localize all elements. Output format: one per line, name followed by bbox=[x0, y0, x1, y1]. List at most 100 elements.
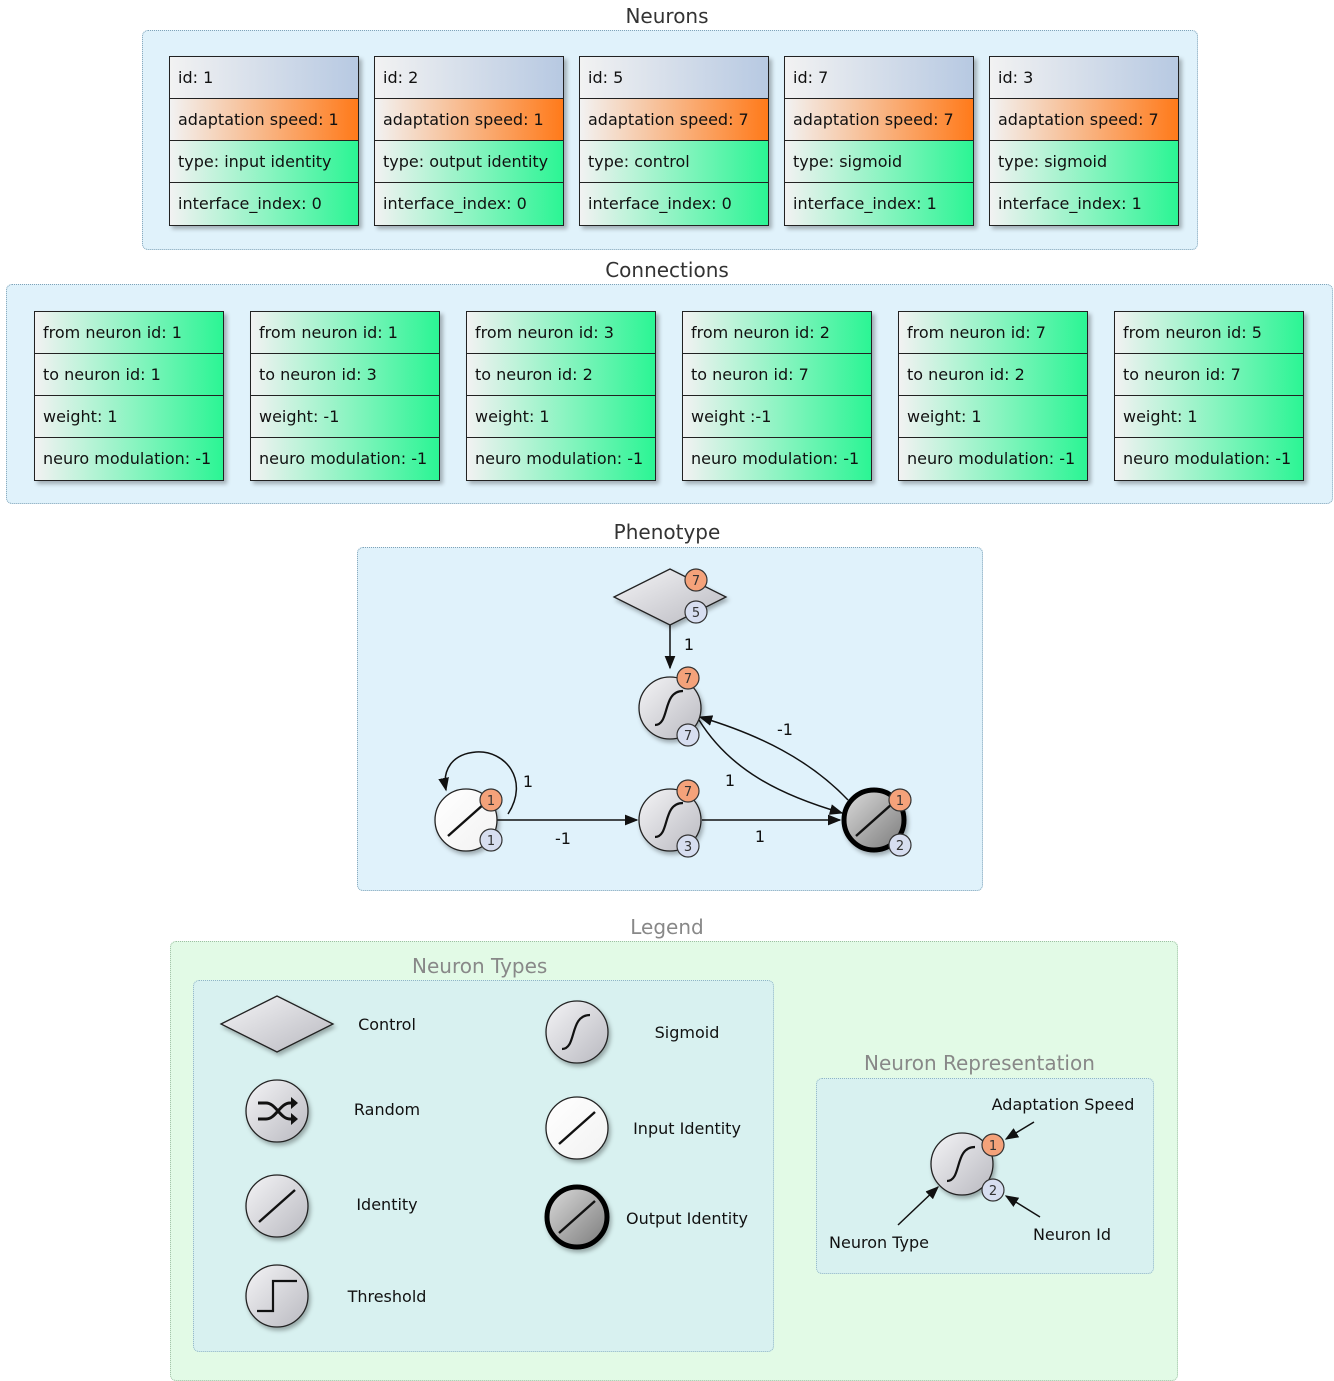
neuron-adaptation-speed: adaptation speed: 7 bbox=[990, 99, 1178, 141]
neuron-record: id: 5 adaptation speed: 7 type: control … bbox=[579, 56, 769, 226]
neuron-interface-index: interface_index: 0 bbox=[375, 183, 563, 225]
threshold-icon bbox=[245, 1264, 309, 1328]
neuron-interface-index: interface_index: 1 bbox=[990, 183, 1178, 225]
neuron-interface-index: interface_index: 1 bbox=[785, 183, 973, 225]
neuron-id-badge-label: 5 bbox=[692, 606, 700, 621]
legend-control-label: Control bbox=[358, 1015, 416, 1034]
neuron-interface-index: interface_index: 0 bbox=[170, 183, 358, 225]
adaptation-speed-label: Adaptation Speed bbox=[992, 1095, 1135, 1114]
identity-icon bbox=[855, 803, 893, 837]
connection-record: from neuron id: 2 to neuron id: 7 weight… bbox=[682, 311, 872, 481]
legend-control: Control bbox=[219, 995, 416, 1053]
shuffle-arrowheads bbox=[291, 1097, 298, 1125]
neuron-id-badge-label: 3 bbox=[684, 840, 692, 855]
neuron-id-badge bbox=[981, 1178, 1005, 1202]
phenotype-edge-labels: 1 1 -1 1 -1 1 bbox=[523, 635, 793, 848]
sigmoid-node bbox=[638, 676, 702, 740]
id-pointer bbox=[1004, 1195, 1041, 1218]
neuron-type: type: control bbox=[580, 141, 768, 183]
legend-output-identity-label: Output Identity bbox=[626, 1209, 748, 1228]
connection-from: from neuron id: 5 bbox=[1115, 312, 1303, 354]
sigmoid-curve bbox=[561, 1013, 591, 1051]
connection-to: to neuron id: 7 bbox=[1115, 354, 1303, 396]
connection-modulation: neuro modulation: -1 bbox=[467, 438, 655, 480]
neuron-id-badge-label: 7 bbox=[684, 729, 692, 744]
edge-label-2-7: -1 bbox=[777, 720, 793, 739]
edge-label-5-7: 1 bbox=[684, 635, 694, 654]
sigmoid-icon bbox=[654, 689, 684, 727]
neurons-title: Neurons bbox=[625, 4, 709, 28]
phenotype-node-3: 7 3 bbox=[638, 779, 702, 858]
identity-line bbox=[558, 1200, 596, 1234]
legend-input-identity-label: Input Identity bbox=[633, 1119, 741, 1138]
connection-weight: weight: -1 bbox=[251, 396, 439, 438]
phenotype-node-1: 1 1 bbox=[434, 788, 503, 852]
legend-output-identity: Output Identity bbox=[544, 1184, 748, 1250]
neuron-id-badge bbox=[676, 834, 700, 858]
neuron-adaptation-speed: adaptation speed: 1 bbox=[170, 99, 358, 141]
connection-modulation: neuro modulation: -1 bbox=[1115, 438, 1303, 480]
adaptation-badge bbox=[981, 1133, 1005, 1157]
adaptation-badge-label: 7 bbox=[684, 672, 692, 687]
example-neuron bbox=[930, 1132, 994, 1196]
adaptation-badge-label: 1 bbox=[896, 794, 904, 809]
neuron-type: type: sigmoid bbox=[990, 141, 1178, 183]
neuron-interface-index: interface_index: 0 bbox=[580, 183, 768, 225]
legend-title: Legend bbox=[630, 915, 704, 939]
legend-sigmoid: Sigmoid bbox=[545, 1000, 720, 1064]
neuron-adaptation-speed: adaptation speed: 7 bbox=[785, 99, 973, 141]
neuron-id-badge bbox=[676, 723, 700, 747]
connections-panel bbox=[6, 284, 1333, 504]
neuron-id: id: 2 bbox=[375, 57, 563, 99]
connection-from: from neuron id: 2 bbox=[683, 312, 871, 354]
edge-label-1-3: -1 bbox=[555, 829, 571, 848]
identity-line bbox=[258, 1189, 296, 1223]
neuron-types-title: Neuron Types bbox=[412, 954, 548, 978]
connection-to: to neuron id: 3 bbox=[251, 354, 439, 396]
neuron-id: id: 3 bbox=[990, 57, 1178, 99]
phenotype-node-2: 1 2 bbox=[841, 787, 912, 857]
legend-sigmoid-label: Sigmoid bbox=[655, 1023, 720, 1042]
neuron-type: type: input identity bbox=[170, 141, 358, 183]
sigmoid-icon bbox=[946, 1145, 976, 1183]
connection-record: from neuron id: 7 to neuron id: 2 weight… bbox=[898, 311, 1088, 481]
neuron-id-badge bbox=[684, 600, 708, 624]
edge-2-7 bbox=[698, 715, 849, 801]
edge-label-3-2: 1 bbox=[755, 827, 765, 846]
phenotype-edges bbox=[438, 624, 849, 826]
adaptation-badge bbox=[888, 788, 912, 812]
connection-record: from neuron id: 3 to neuron id: 2 weight… bbox=[466, 311, 656, 481]
step-line bbox=[257, 1279, 297, 1313]
legend-representation: 1 2 Adaptation Speed Neuron Type Neuron … bbox=[829, 1095, 1134, 1252]
type-pointer bbox=[897, 1186, 939, 1226]
neuron-id: id: 5 bbox=[580, 57, 768, 99]
adaptation-badge bbox=[676, 779, 700, 803]
connection-to: to neuron id: 2 bbox=[467, 354, 655, 396]
control-shape bbox=[612, 568, 728, 626]
sigmoid-icon bbox=[654, 801, 684, 839]
connection-from: from neuron id: 3 bbox=[467, 312, 655, 354]
neuron-adaptation-speed: adaptation speed: 7 bbox=[580, 99, 768, 141]
edge-label-1-1: 1 bbox=[523, 772, 533, 791]
neuron-id: id: 7 bbox=[785, 57, 973, 99]
legend-identity-label: Identity bbox=[356, 1195, 417, 1214]
legend-threshold: Threshold bbox=[245, 1264, 426, 1328]
connection-modulation: neuro modulation: -1 bbox=[683, 438, 871, 480]
neuron-record: id: 2 adaptation speed: 1 type: output i… bbox=[374, 56, 564, 226]
phenotype-node-5: 7 5 bbox=[612, 568, 728, 626]
connection-from: from neuron id: 7 bbox=[899, 312, 1087, 354]
neuron-record: id: 7 adaptation speed: 7 type: sigmoid … bbox=[784, 56, 974, 226]
neuron-record: id: 3 adaptation speed: 7 type: sigmoid … bbox=[989, 56, 1179, 226]
legend-input-identity: Input Identity bbox=[545, 1096, 741, 1160]
connection-modulation: neuro modulation: -1 bbox=[251, 438, 439, 480]
connection-weight: weight: 1 bbox=[899, 396, 1087, 438]
shuffle-icon bbox=[258, 1101, 294, 1121]
connection-to: to neuron id: 1 bbox=[35, 354, 223, 396]
neuron-id-badge-label: 2 bbox=[896, 839, 904, 854]
sigmoid-icon bbox=[545, 1000, 609, 1064]
connection-record: from neuron id: 1 to neuron id: 1 weight… bbox=[34, 311, 224, 481]
phenotype-node-7: 7 7 bbox=[638, 666, 702, 747]
edge-1-1-loop bbox=[438, 751, 518, 815]
adaptation-badge-label: 7 bbox=[684, 785, 692, 800]
